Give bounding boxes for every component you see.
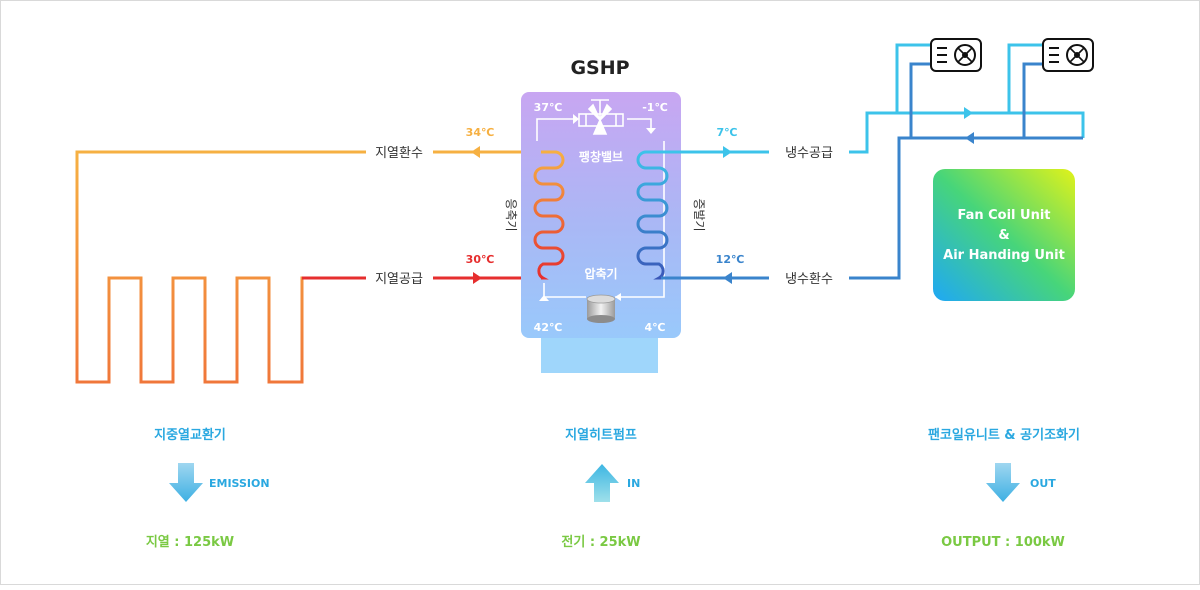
section-left-direction: EMISSION <box>209 477 270 490</box>
temp-top-right: -1℃ <box>642 101 668 114</box>
compressor-icon <box>586 294 616 323</box>
temp-top-left: 37℃ <box>534 101 563 114</box>
chilled-return-label: 냉수환수 <box>785 272 833 287</box>
chilled-supply-line <box>661 146 769 158</box>
section-left-value: 지열 : 125kW <box>146 534 234 550</box>
evaporator-coil <box>636 150 669 280</box>
ground-supply-label: 지열공급 <box>375 272 423 287</box>
condenser-label: 응축기 <box>504 198 518 231</box>
section-middle-direction: IN <box>627 477 640 490</box>
condenser-coil <box>533 150 565 280</box>
arrow-up-icon <box>585 464 619 502</box>
temp-bottom-left: 42℃ <box>534 321 563 334</box>
chilled-supply-label: 냉수공급 <box>785 146 833 161</box>
loop-arrow-icon <box>573 114 579 124</box>
flow-arrow-left-icon <box>471 146 480 158</box>
expansion-valve-label: 팽창밸브 <box>579 149 623 164</box>
evaporator-label: 증발기 <box>692 198 706 231</box>
chilled-return-line <box>661 272 769 284</box>
temp-chilled-return: 12℃ <box>716 253 745 266</box>
fan-coil-unit-icon <box>1042 38 1094 72</box>
section-right-value: OUTPUT : 100kW <box>941 535 1065 550</box>
gshp-base <box>541 336 658 373</box>
temp-ground-return: 34℃ <box>466 126 495 139</box>
arrow-down-icon <box>986 463 1020 502</box>
loop-arrow-icon <box>539 295 549 301</box>
fcu-ahu-box <box>933 169 1075 301</box>
section-left-title: 지중열교환기 <box>154 427 226 443</box>
flow-arrow-right-icon <box>723 146 732 158</box>
fcu-ahu-line1: Fan Coil Unit <box>957 208 1050 223</box>
fcu-ahu-line3: Air Handing Unit <box>943 248 1065 263</box>
ground-heat-exchanger-pipe <box>75 150 366 384</box>
section-middle-title: 지열히트펌프 <box>565 427 637 443</box>
section-middle-value: 전기 : 25kW <box>561 534 640 550</box>
expansion-valve-icon <box>578 99 624 135</box>
flow-arrow-left-icon <box>965 132 974 144</box>
fcu-ahu-line2: & <box>998 228 1009 243</box>
temp-ground-supply: 30℃ <box>466 253 495 266</box>
compressor-label: 압축기 <box>584 266 617 281</box>
flow-arrow-right-icon <box>964 107 973 119</box>
flow-arrow-right-icon <box>473 272 482 284</box>
fcu-supply-piping <box>849 43 1085 154</box>
ground-return-label: 지열환수 <box>375 146 423 161</box>
section-right-title: 팬코일유니트 & 공기조화기 <box>928 427 1080 443</box>
fcu-return-piping <box>849 62 1083 280</box>
flow-arrow-left-icon <box>723 272 732 284</box>
temp-chilled-supply: 7℃ <box>717 126 738 139</box>
temp-bottom-right: 4℃ <box>645 321 666 334</box>
section-right-direction: OUT <box>1030 477 1056 490</box>
loop-arrow-icon <box>646 128 656 134</box>
arrow-down-icon <box>169 463 203 502</box>
loop-arrow-icon <box>615 293 621 301</box>
gshp-title: GSHP <box>570 57 629 79</box>
fan-coil-unit-icon <box>930 38 982 72</box>
